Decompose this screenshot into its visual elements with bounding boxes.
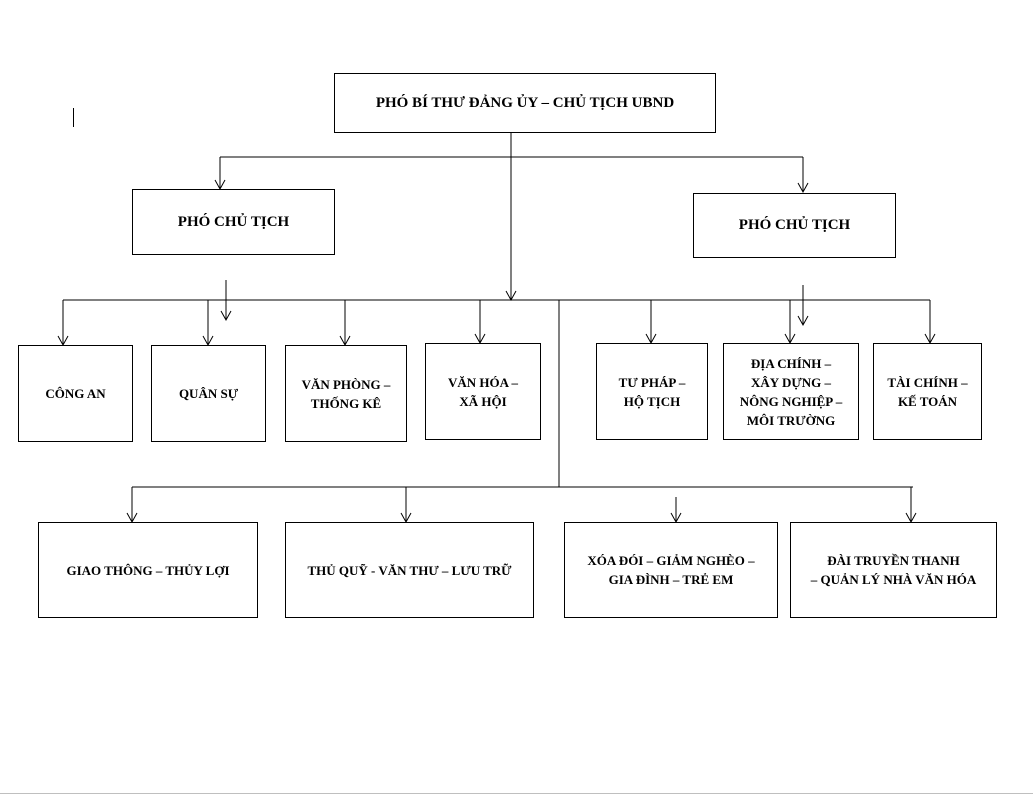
dept-thu-quy: THỦ QUỸ - VĂN THƯ – LƯU TRỮ — [285, 522, 534, 618]
dept-van-hoa: VĂN HÓA – XÃ HỘI — [425, 343, 541, 440]
dept-xoa-doi: XÓA ĐÓI – GIẢM NGHÈO – GIA ĐÌNH – TRẺ EM — [564, 522, 778, 618]
dept-giao-thong: GIAO THÔNG – THỦY LỢI — [38, 522, 258, 618]
to-deputy-right-arrowhead — [797, 182, 809, 194]
dept-cong-an: CÔNG AN — [18, 345, 133, 442]
dept-tai-chinh: TÀI CHÍNH – KẾ TOÁN — [873, 343, 982, 440]
dept-van-phong: VĂN PHÒNG – THỐNG KÊ — [285, 345, 407, 442]
deputy-left-drop-arrowhead — [220, 310, 232, 322]
dept-dia-chinh: ĐỊA CHÍNH – XÂY DỰNG – NÔNG NGHIỆP – MÔI… — [723, 343, 859, 440]
dept-dai-truyen-thanh: ĐÀI TRUYỀN THANH – QUẢN LÝ NHÀ VĂN HÓA — [790, 522, 997, 618]
text-cursor — [73, 108, 74, 127]
deputy-right-drop-arrowhead — [797, 315, 809, 327]
deputy-left-box: PHÓ CHỦ TỊCH — [132, 189, 335, 255]
root-box: PHÓ BÍ THƯ ĐẢNG ỦY – CHỦ TỊCH UBND — [334, 73, 716, 133]
dept-quan-su: QUÂN SỰ — [151, 345, 266, 442]
dept-tu-phap: TƯ PHÁP – HỘ TỊCH — [596, 343, 708, 440]
deputy-right-box: PHÓ CHỦ TỊCH — [693, 193, 896, 258]
page-bottom-edge — [0, 793, 1033, 794]
